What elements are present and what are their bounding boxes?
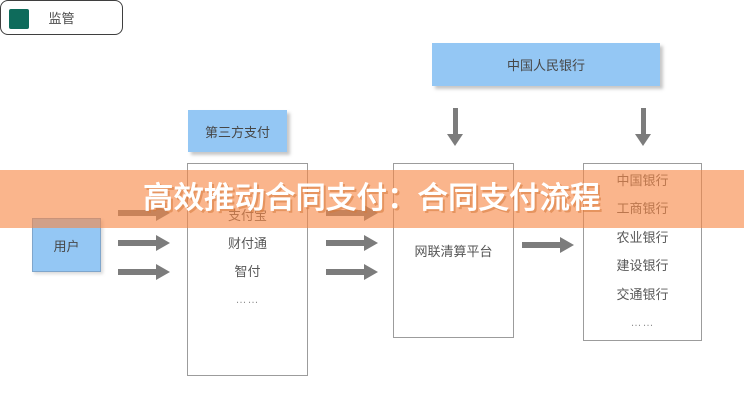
down-arrow-icon (447, 108, 463, 146)
supervision-label: 监管 (48, 11, 75, 26)
third-party-header-label: 第三方支付 (204, 124, 270, 140)
right-arrow-icon (118, 264, 170, 280)
corner-logo-mark (9, 9, 29, 29)
down-arrow-icon (635, 108, 651, 146)
bank-item: 交通银行 (616, 286, 669, 302)
clearing-platform-label: 网联清算平台 (414, 244, 493, 259)
node-central-bank: 中国人民银行 (432, 43, 660, 86)
bank-item: 建设银行 (616, 258, 669, 274)
right-arrow-icon (522, 237, 574, 253)
third-party-item: 财付通 (227, 236, 267, 251)
bank-item: 农业银行 (616, 229, 669, 245)
right-arrow-icon (326, 235, 378, 251)
title-banner-background (0, 170, 744, 228)
node-supervision: 监管 (0, 0, 123, 35)
central-bank-label: 中国人民银行 (506, 58, 585, 73)
third-party-item: 智付 (234, 264, 261, 279)
third-party-item-ellipsis: …… (235, 294, 260, 306)
page-title: 高效推动合同支付：合同支付流程 (143, 182, 601, 215)
bank-item-ellipsis: …… (630, 316, 655, 329)
right-arrow-icon (118, 235, 170, 251)
user-label: 用户 (53, 238, 80, 254)
right-arrow-icon (326, 264, 378, 280)
title-banner: 高效推动合同支付：合同支付流程 (0, 170, 744, 228)
third-party-header: 第三方支付 (188, 110, 287, 152)
